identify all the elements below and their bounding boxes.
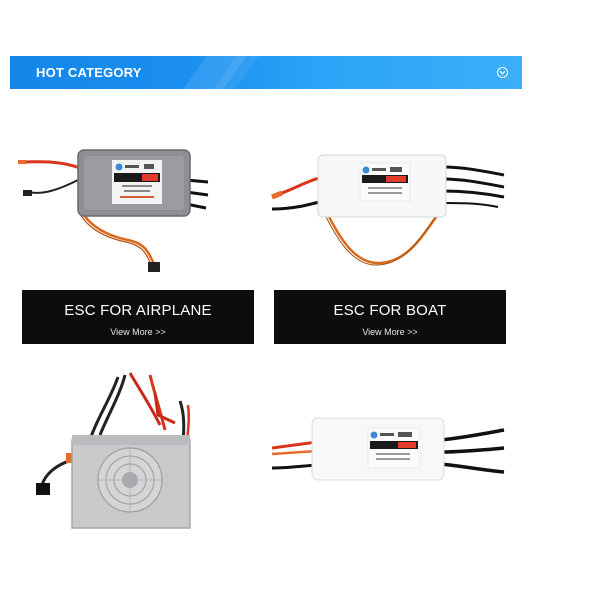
product-title: ESC FOR AIRPLANE xyxy=(64,302,212,319)
product-image-airplane-200a-esc[interactable] xyxy=(271,410,507,495)
product-image-boat-esc[interactable] xyxy=(268,145,508,275)
view-more-link[interactable]: View More >> xyxy=(362,327,418,337)
product-image-airplane-esc[interactable] xyxy=(17,140,238,280)
view-more-link[interactable]: View More >> xyxy=(110,327,166,337)
product-banner-boat[interactable]: ESC FOR BOAT View More >> xyxy=(274,290,506,344)
category-header: HOT CATEGORY xyxy=(10,56,522,89)
header-title: HOT CATEGORY xyxy=(36,65,142,80)
chevron-circle-down-icon[interactable] xyxy=(497,67,508,78)
product-banner-airplane[interactable]: ESC FOR AIRPLANE View More >> xyxy=(22,290,254,344)
product-title: ESC FOR BOAT xyxy=(333,302,447,319)
product-image-fan-esc[interactable] xyxy=(30,365,220,535)
